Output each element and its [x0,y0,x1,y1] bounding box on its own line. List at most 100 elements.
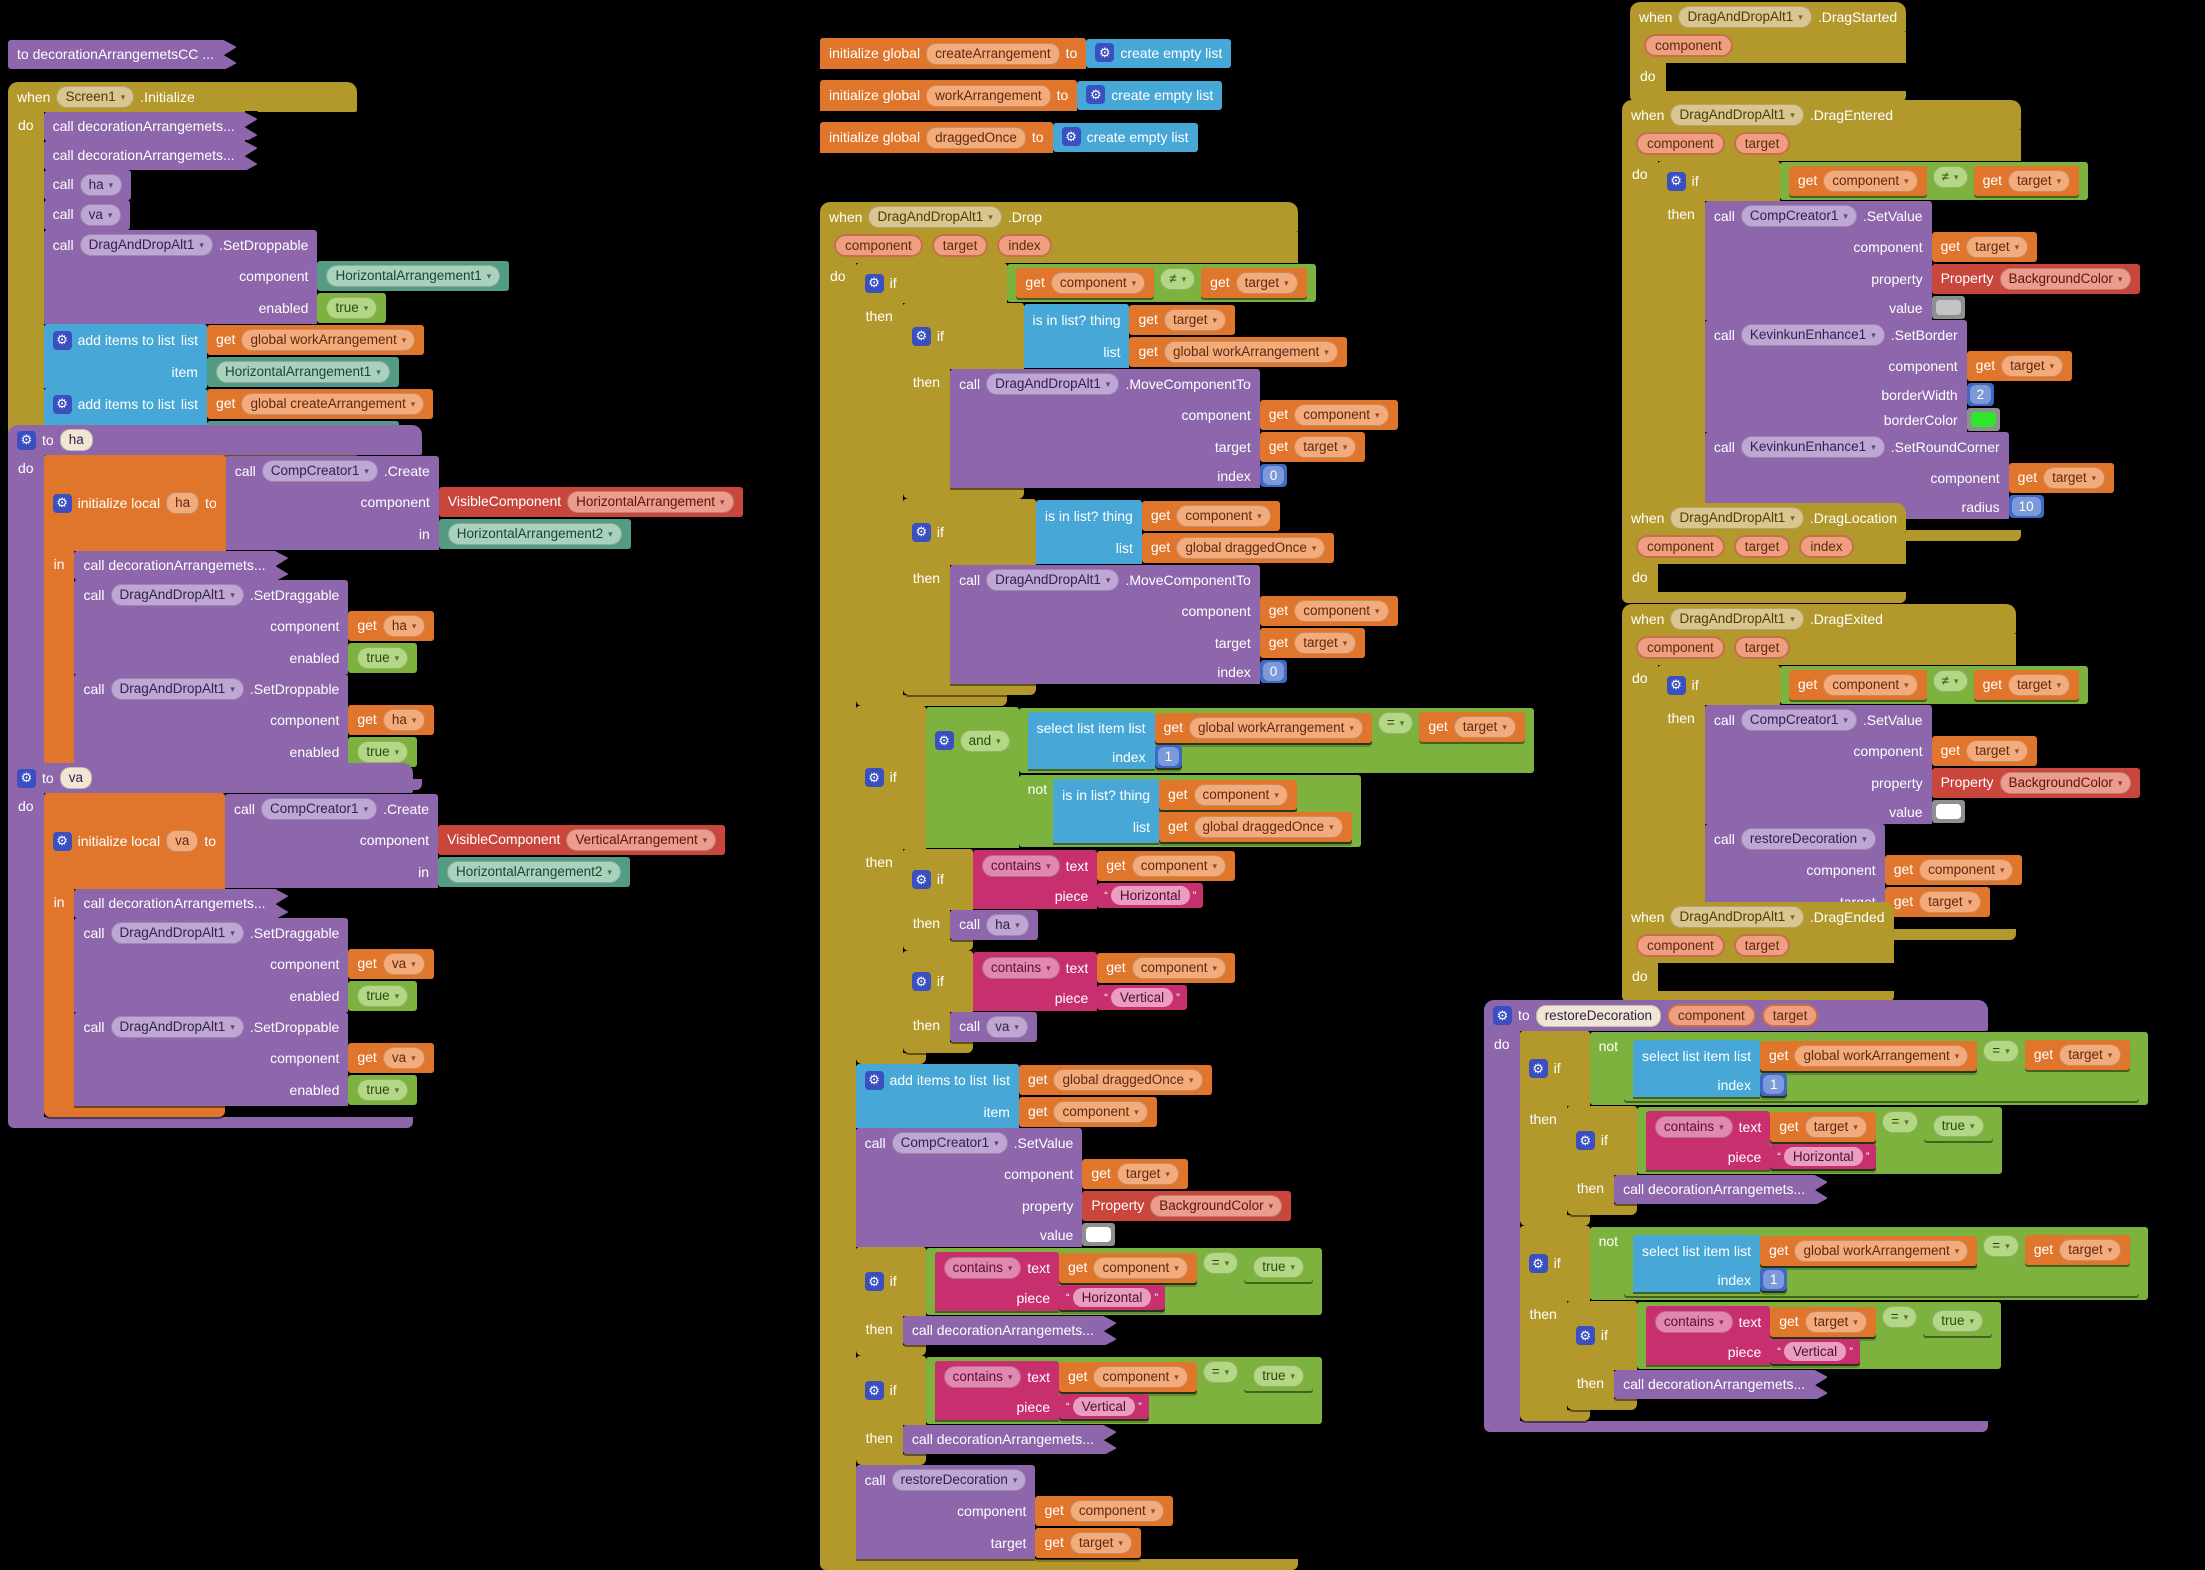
mutator-gear-icon[interactable]: ⚙︎ [52,831,72,851]
dropdown-draganddropalt1[interactable]: DragAndDropAlt1▾ [110,922,244,944]
dropdown-target[interactable]: target▾ [2059,1044,2122,1066]
string-value[interactable]: Vertical [1110,988,1174,1007]
dropdown-ha[interactable]: ha▾ [986,914,1029,936]
dropdown-global-workarrangement[interactable]: global workArrangement▾ [1794,1045,1969,1067]
horizontalarrangement2-block[interactable]: HorizontalArrangement2▾ [438,519,631,549]
number-value[interactable]: 1 [1762,1075,1785,1094]
dropdown-global-draggedonce[interactable]: global draggedOnce▾ [1193,816,1343,838]
field-ha[interactable]: ha [166,492,200,514]
dropdown-true[interactable]: true▾ [326,297,378,319]
mutator-gear-icon[interactable]: ⚙︎ [52,493,72,513]
dropdown-draganddropalt1[interactable]: DragAndDropAlt1▾ [868,206,1002,228]
mutator-gear-icon[interactable]: ⚙︎ [911,870,931,889]
dropdown-component[interactable]: component▾ [1823,170,1918,192]
mutator-gear-icon[interactable]: ⚙︎ [52,394,72,414]
dropdown-va[interactable]: va▾ [986,1016,1028,1038]
event-param-pill-component[interactable]: component [1644,34,1733,57]
string-block[interactable]: “Horizontal” [1097,883,1204,908]
horizontalarrangement1-block[interactable]: HorizontalArrangement1▾ [206,357,399,387]
number-block[interactable]: 1 [1759,1073,1788,1096]
dropdown-target[interactable]: target▾ [2008,674,2071,696]
dropdown-horizontalarrangement1[interactable]: HorizontalArrangement1▾ [215,361,390,383]
mutator-gear-icon[interactable]: ⚙︎ [1666,171,1686,191]
dropdown-contains[interactable]: contains▾ [943,1366,1022,1388]
dropdown-backgroundcolor[interactable]: BackgroundColor▾ [1150,1195,1283,1217]
dropdown-backgroundcolor[interactable]: BackgroundColor▾ [1999,268,2132,290]
mutator-gear-icon[interactable]: ⚙︎ [864,1381,884,1400]
call-decorationarrangemets-block[interactable]: call decorationArrangemets... [74,888,289,919]
dropdown-kevinkunenhance1[interactable]: KevinkunEnhance1▾ [1740,436,1885,458]
dropdown-draganddropalt1[interactable]: DragAndDropAlt1▾ [110,1016,244,1038]
field-createarrangement[interactable]: createArrangement [926,42,1060,65]
dropdown-global-workarrangement[interactable]: global workArrangement▾ [1163,341,1338,363]
number-block[interactable]: 2 [1966,383,1995,406]
dropdown-draganddropalt1[interactable]: DragAndDropAlt1▾ [110,584,244,606]
dropdown-global-workarrangement[interactable]: global workArrangement▾ [241,329,416,351]
true-block[interactable]: true▾ [1244,1252,1313,1282]
event-param-pill-target[interactable]: target [1733,132,1791,155]
string-block[interactable]: “Horizontal” [1058,1285,1166,1310]
color-block[interactable] [1966,408,2000,431]
dropdown-draganddropalt1[interactable]: DragAndDropAlt1▾ [986,373,1120,395]
call-decorationarrangemets-block[interactable]: call decorationArrangemets... [74,550,289,581]
dropdown-draganddropalt1[interactable]: DragAndDropAlt1▾ [110,678,244,700]
field-ha[interactable]: ha [59,429,93,451]
true-block[interactable]: true▾ [1923,1306,1992,1336]
operator-dropdown[interactable]: =▾ [1882,1111,1918,1133]
dropdown-target[interactable]: target▾ [1966,740,2029,762]
field-workarrangement[interactable]: workArrangement [926,84,1051,107]
call-decorationarrangemets-block[interactable]: call decorationArrangemets... [902,1315,1117,1346]
dropdown-draganddropalt1[interactable]: DragAndDropAlt1▾ [79,234,213,256]
operator-dropdown[interactable]: =▾ [1377,712,1414,734]
color-swatch[interactable] [1935,300,1961,315]
operator-dropdown[interactable]: =▾ [1881,1306,1918,1328]
event-param-pill-target[interactable]: target [931,234,989,257]
dropdown-true[interactable]: true▾ [1253,1365,1304,1387]
dropdown-ha[interactable]: ha▾ [79,174,123,196]
dropdown-component[interactable]: component▾ [1093,1366,1188,1388]
dropdown-screen1[interactable]: Screen1▾ [56,86,135,108]
dropdown-component[interactable]: component▾ [1919,859,2014,881]
event-param-pill-component[interactable]: component [1636,535,1725,558]
mutator-gear-icon[interactable]: ⚙︎ [864,1070,884,1090]
color-swatch[interactable] [1086,1227,1112,1242]
